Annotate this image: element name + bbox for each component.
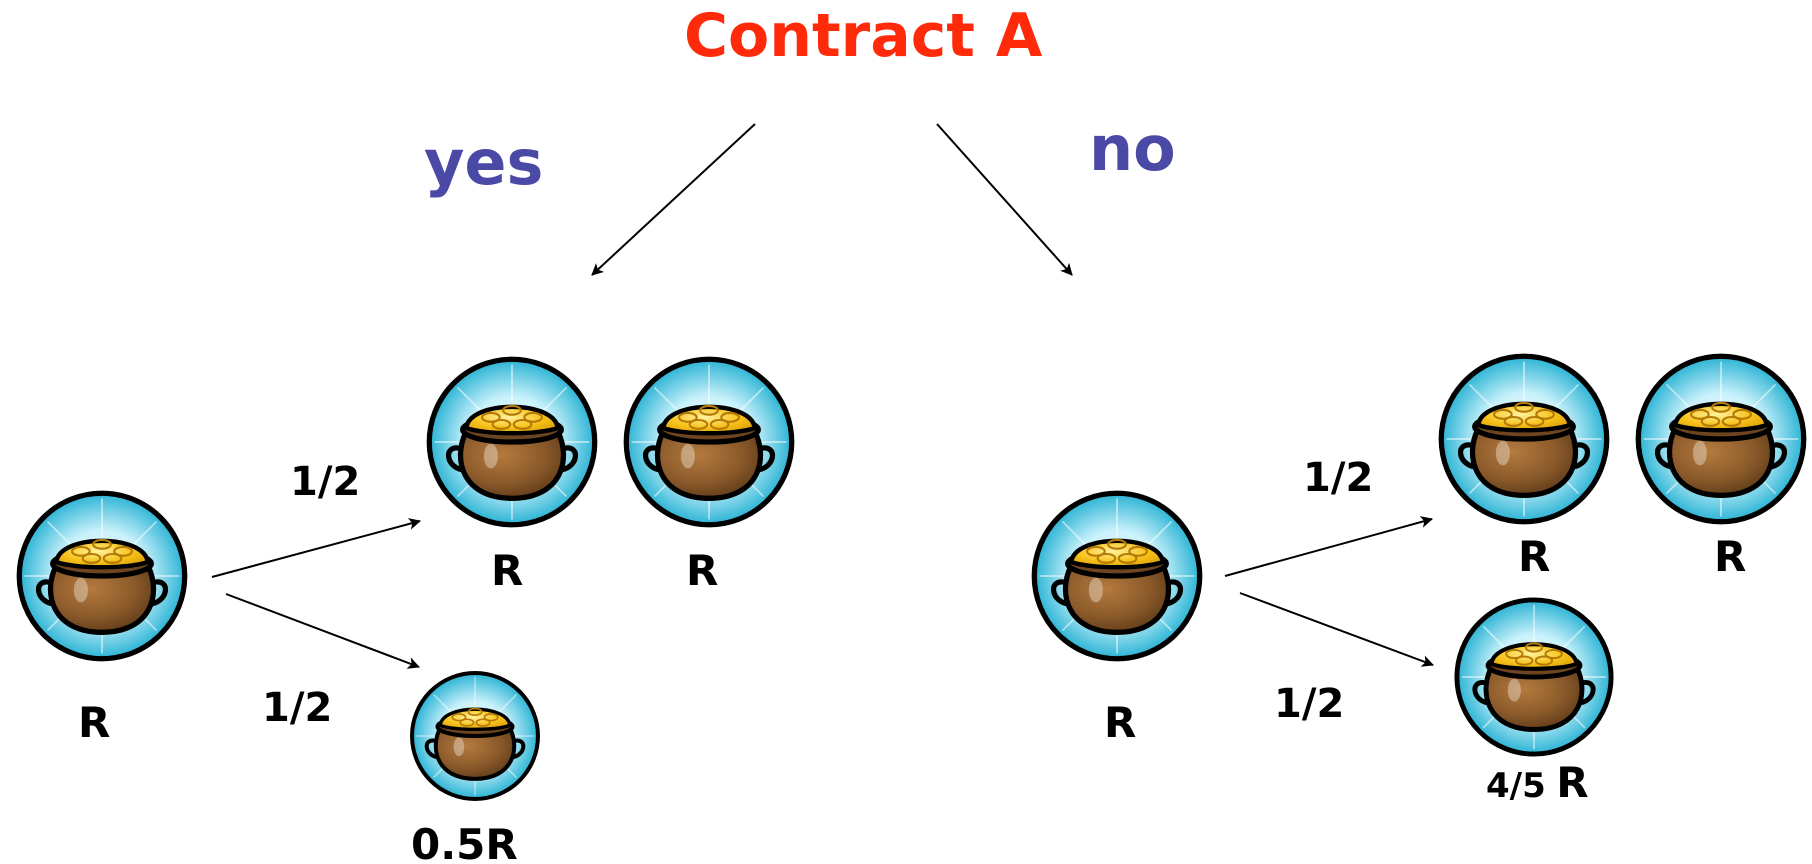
yes-start-value: R xyxy=(78,698,111,747)
yes-up-probability: 1/2 xyxy=(290,459,361,505)
pot-of-gold-icon xyxy=(621,354,797,530)
diagram-title: Contract A xyxy=(684,1,1043,71)
no-up-value-2: R xyxy=(1714,532,1747,581)
yes-up-value-2: R xyxy=(686,546,719,595)
pot-of-gold-icon xyxy=(1436,351,1612,527)
no-down-probability: 1/2 xyxy=(1274,681,1345,727)
no-start-value: R xyxy=(1104,698,1137,747)
pot-of-gold-icon xyxy=(424,354,600,530)
yes-down-value: 0.5R xyxy=(411,820,518,864)
pot-of-gold-icon xyxy=(1633,351,1809,527)
arrow-to-no xyxy=(936,123,1073,276)
arrow-yes-down xyxy=(225,593,420,669)
pot-of-gold-icon xyxy=(408,669,542,803)
arrow-no-down xyxy=(1239,592,1434,667)
arrow-to-yes xyxy=(591,123,756,276)
arrow-no-up xyxy=(1224,516,1433,577)
no-up-probability: 1/2 xyxy=(1303,455,1374,501)
yes-down-probability: 1/2 xyxy=(262,685,333,731)
no-down-value-unit: R xyxy=(1556,758,1589,807)
no-down-value: 4/5 R xyxy=(1486,762,1589,804)
pot-of-gold-icon xyxy=(14,488,190,664)
pot-of-gold-icon xyxy=(1029,488,1205,664)
branch-label-no: no xyxy=(1089,112,1176,185)
pot-of-gold-icon xyxy=(1452,595,1616,759)
no-up-value-1: R xyxy=(1518,532,1551,581)
branch-label-yes: yes xyxy=(424,126,544,199)
yes-up-value-1: R xyxy=(491,546,524,595)
no-down-value-fraction: 4/5 xyxy=(1486,766,1546,806)
arrow-yes-up xyxy=(211,518,421,578)
